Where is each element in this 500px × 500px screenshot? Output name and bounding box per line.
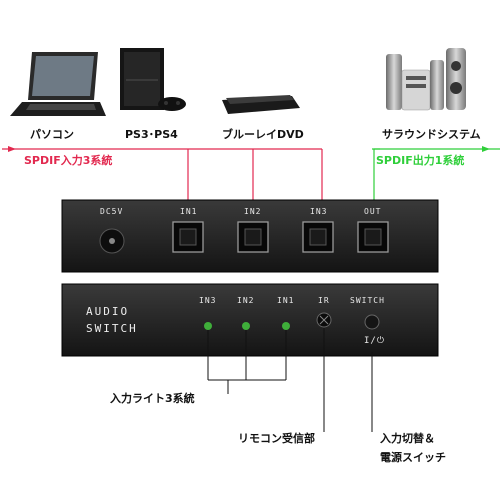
input-connection-lines [2,148,323,205]
callout-lines [207,328,373,432]
source-label-pc: パソコン [30,128,74,141]
rear-label-out: OUT [364,207,382,216]
callout-switch-line2: 電源スイッチ [380,451,446,464]
rear-label-dc: DC5V [100,207,124,216]
front-panel [61,283,439,357]
input-arrow-icon [8,146,16,152]
game-console-icon [120,48,186,111]
front-title-line2: SWITCH [86,322,138,335]
led-in1-icon [282,322,290,330]
optical-port-icon [302,221,334,253]
optical-port-icon [357,221,389,253]
front-label-switch: SWITCH [350,296,385,305]
rear-label-in1: IN1 [180,207,198,216]
led-in2-icon [242,322,250,330]
surround-system-icon [386,48,466,111]
spdif-output-label: SPDIF出力1系統 [376,154,465,167]
output-arrow-icon [482,146,490,152]
bluray-player-icon [222,95,300,114]
front-label-in1: IN1 [277,296,295,305]
optical-port-icon [172,221,204,253]
rear-panel [61,199,439,273]
front-label-in3: IN3 [199,296,217,305]
output-connection-line [372,148,500,205]
callout-switch-line1: 入力切替＆ [380,432,435,445]
source-label-bluray: ブルーレイDVD [222,128,304,141]
callout-remote: リモコン受信部 [238,432,315,445]
spdif-input-label: SPDIF入力3系統 [24,154,113,167]
source-label-ps: PS3･PS4 [125,128,178,141]
front-label-in2: IN2 [237,296,255,305]
source-label-surround: サラウンドシステム [382,128,481,141]
optical-port-icon [237,221,269,253]
front-label-ir: IR [318,296,330,305]
front-label-power: I/⏻ [364,336,385,346]
rear-label-in3: IN3 [310,207,328,216]
callout-lights: 入力ライト3系統 [110,392,195,405]
rear-label-in2: IN2 [244,207,262,216]
laptop-icon [10,52,106,116]
switch-button-icon [364,314,380,330]
front-title-line1: AUDIO [86,305,130,318]
ir-sensor-icon [316,312,332,328]
led-in3-icon [204,322,212,330]
